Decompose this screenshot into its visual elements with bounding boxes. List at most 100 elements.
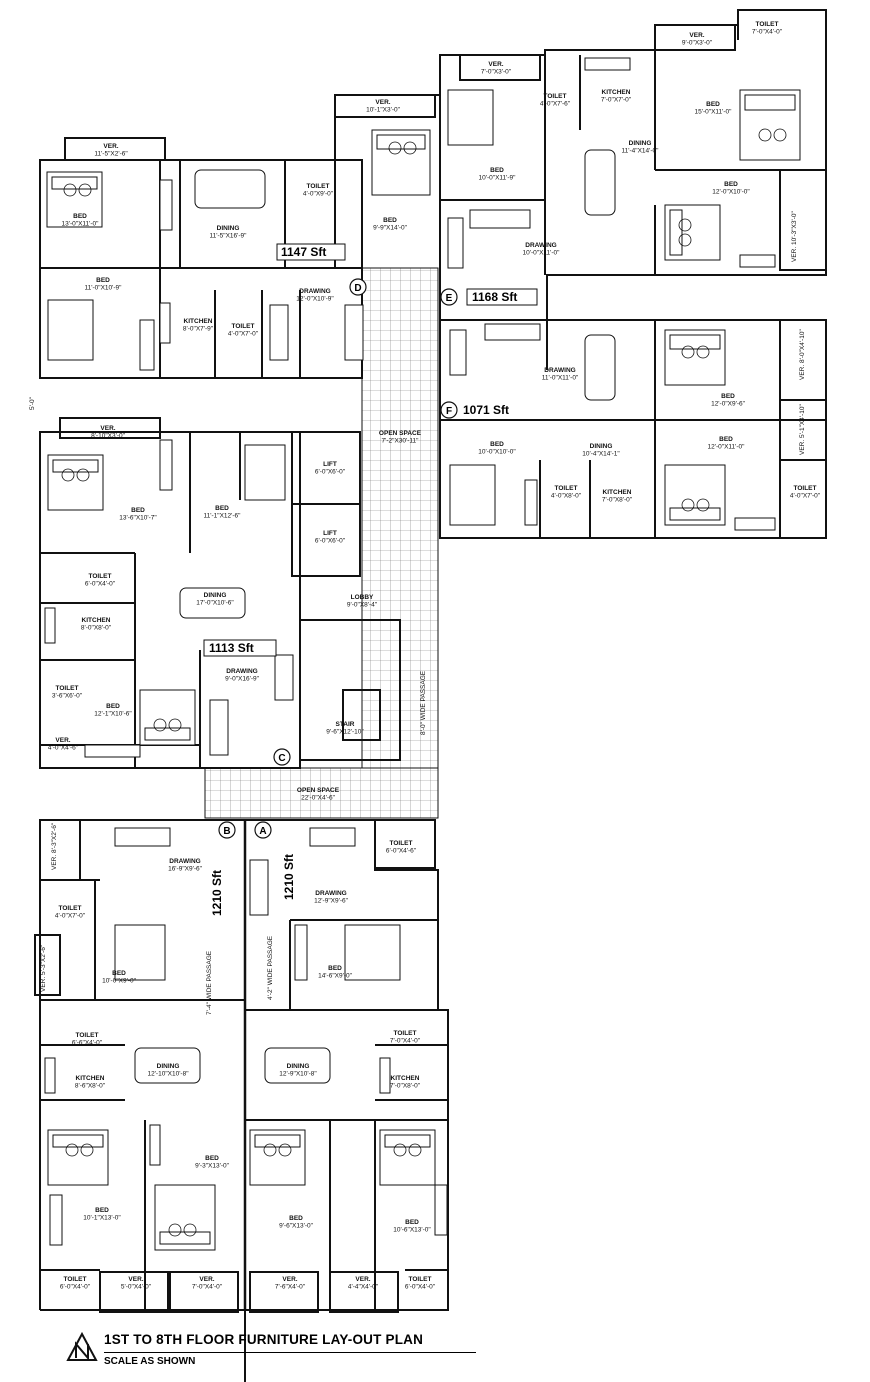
svg-text:1168 Sft: 1168 Sft xyxy=(472,290,517,304)
open-space-bottom xyxy=(204,767,439,819)
title-underline xyxy=(104,1352,476,1353)
unit-marker-d: D xyxy=(349,278,367,296)
vertical-label: 4'-2" WIDE PASSAGE xyxy=(267,935,274,1000)
svg-text:VER.9'-0"X3'-0": VER.9'-0"X3'-0" xyxy=(682,32,713,47)
svg-text:1147 Sft: 1147 Sft xyxy=(281,245,326,259)
svg-text:VER.5'-0"X4'-0": VER.5'-0"X4'-0" xyxy=(121,1276,152,1291)
setback-dim: 5'-0" xyxy=(29,396,36,410)
unit-marker-f: F xyxy=(440,401,458,419)
room-label: VER.9'-0"X3'-0" xyxy=(682,32,713,47)
room-label: VER.7'-6"X4'-0" xyxy=(275,1276,306,1291)
vertical-labels: VER. 8'-0"X4'-10" VER. 5'-1"X4'-10" VER.… xyxy=(29,210,806,1015)
vertical-label: VER. 5'-1"X4'-10" xyxy=(799,403,806,455)
unit-marker-e: E xyxy=(440,288,458,306)
svg-text:VER.4'-4"X4'-0": VER.4'-4"X4'-0" xyxy=(348,1276,379,1291)
room-label: VER.8'-10"X3'-0" xyxy=(91,425,126,440)
svg-text:1210 Sft: 1210 Sft xyxy=(282,854,296,900)
unit-area-e: 1168 Sft xyxy=(466,288,538,306)
svg-text:VER.7'-0"X4'-0": VER.7'-0"X4'-0" xyxy=(192,1276,223,1291)
unit-areas: 1210 Sft 1210 Sft 1113 Sft 1147 Sft 1168… xyxy=(203,243,538,916)
room-label: VER.4'-0"X4'-6" xyxy=(48,737,79,752)
vertical-label: VER. 8'-3"X2'-6" xyxy=(51,822,58,870)
svg-text:F: F xyxy=(446,406,452,417)
vertical-label: VER. 5'-3"X2'-6" xyxy=(40,944,47,992)
unit-marker-c: C xyxy=(273,748,291,766)
plan-scale: SCALE AS SHOWN xyxy=(104,1356,196,1367)
furniture xyxy=(44,57,801,1251)
unit-marker-a: A xyxy=(254,821,272,839)
unit-area-b: 1210 Sft xyxy=(210,870,224,916)
vertical-label: 7'-4" WIDE PASSAGE xyxy=(206,950,213,1015)
room-label: VER.5'-0"X4'-0" xyxy=(121,1276,152,1291)
svg-text:B: B xyxy=(223,826,230,837)
plan-title: 1ST TO 8TH FLOOR FURNITURE LAY-OUT PLAN xyxy=(104,1332,424,1347)
room-label: VER.7'-0"X3'-0" xyxy=(481,61,512,76)
vertical-label: 8'-0" WIDE PASSAGE xyxy=(420,670,427,735)
unit-area-c: 1113 Sft xyxy=(203,639,277,657)
svg-text:VER.7'-0"X3'-0": VER.7'-0"X3'-0" xyxy=(481,61,512,76)
